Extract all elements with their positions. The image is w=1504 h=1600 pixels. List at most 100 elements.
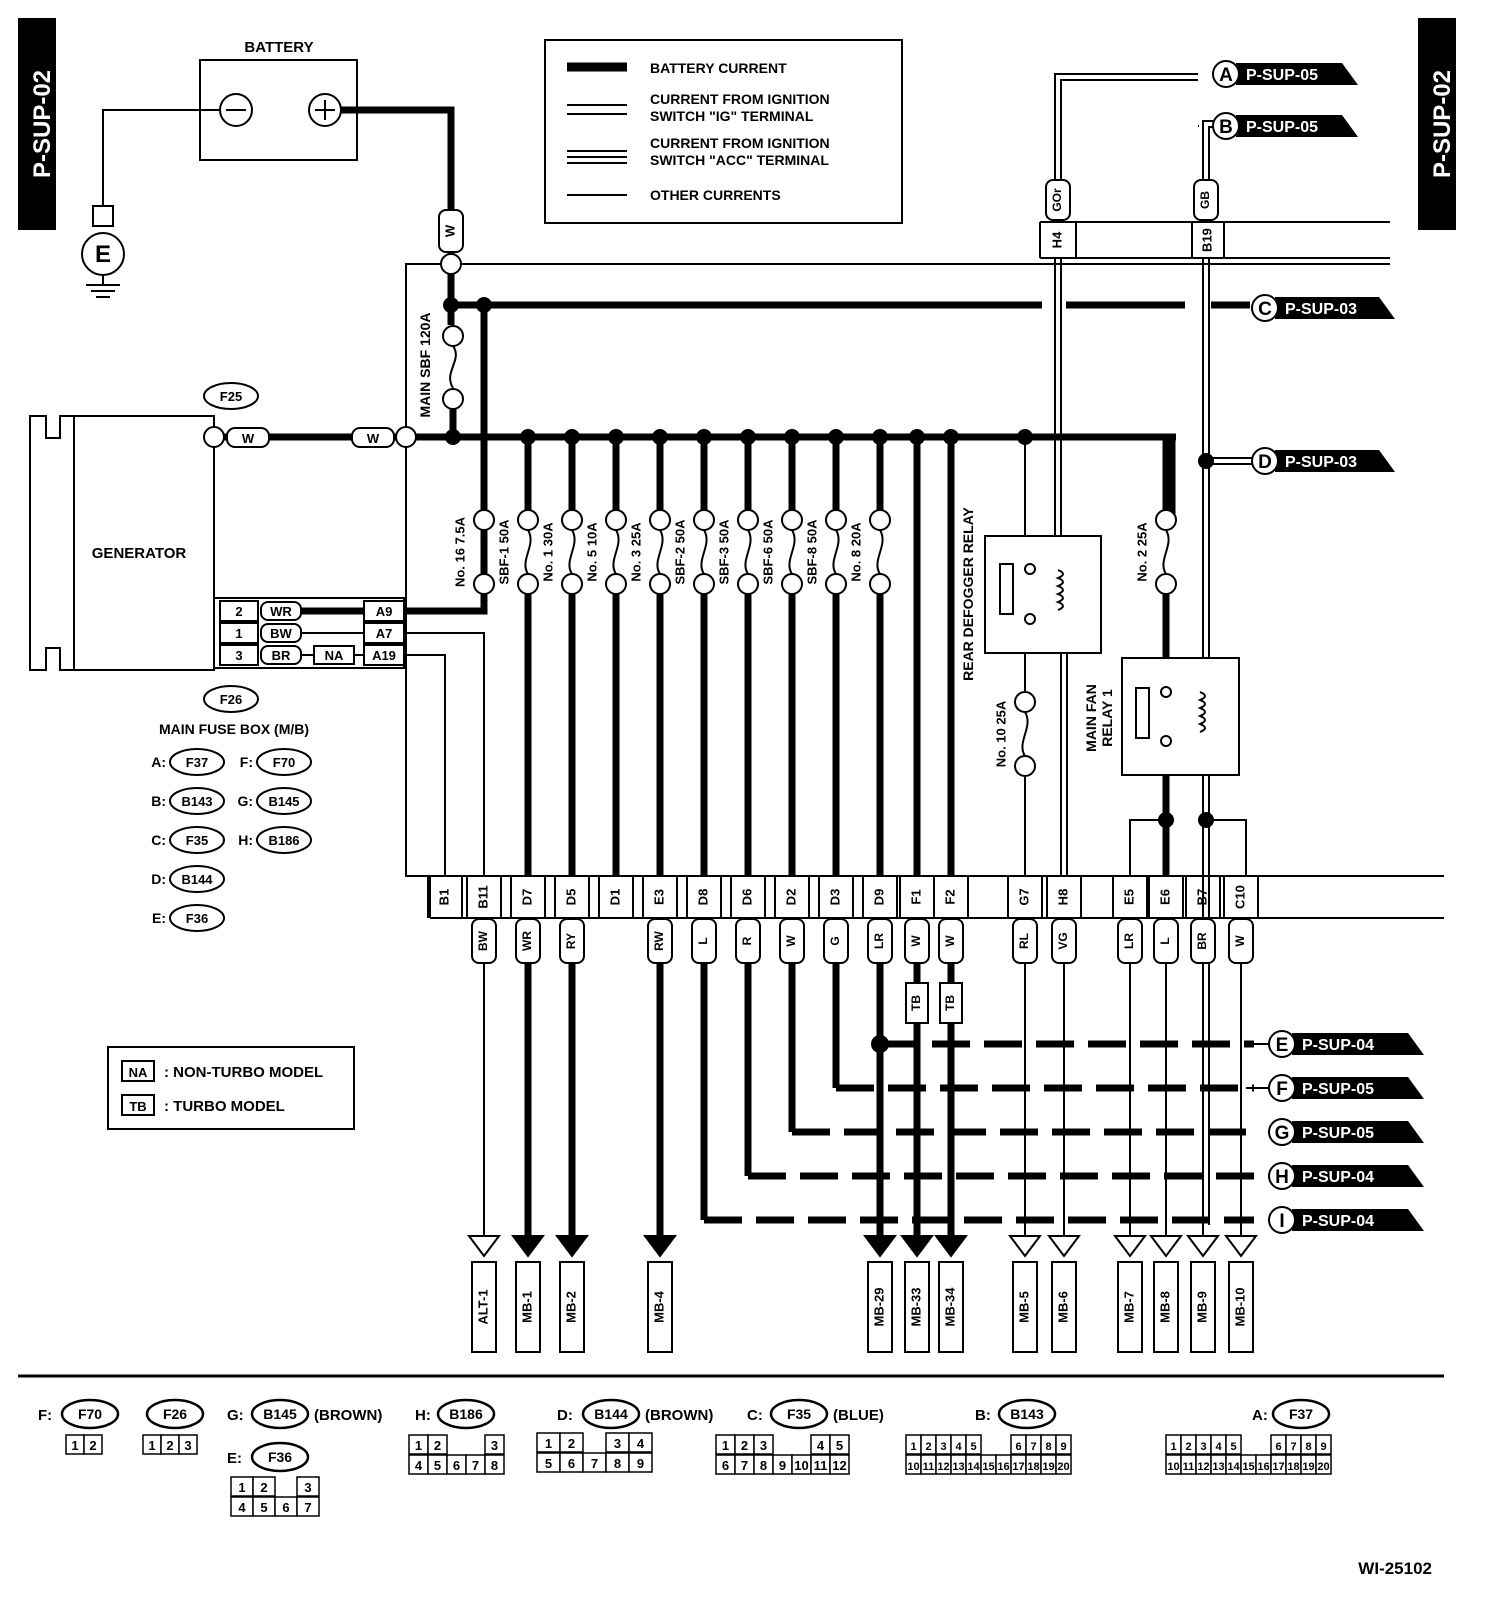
- wire-color-tag: LR: [872, 933, 886, 949]
- connector-id: F36: [268, 1449, 292, 1465]
- output-label: MB-10: [1232, 1287, 1247, 1326]
- pin-number: 10: [1167, 1461, 1179, 1473]
- svg-text:OTHER CURRENTS: OTHER CURRENTS: [650, 187, 781, 203]
- mb-terminal: B7: [1194, 889, 1209, 906]
- main-sbf-120a: MAIN SBF 120A: [417, 312, 464, 418]
- output-arrow-icon: [900, 1235, 934, 1258]
- output-arrow-icon: [934, 1235, 968, 1258]
- connector-letter: D:: [151, 871, 166, 887]
- wire-color-tag: RL: [1017, 933, 1031, 949]
- svg-text:NA: NA: [129, 1065, 148, 1080]
- svg-text:H4: H4: [1049, 231, 1064, 248]
- svg-text:: TURBO MODEL: : TURBO MODEL: [164, 1098, 285, 1115]
- pin-number: 19: [1042, 1461, 1054, 1473]
- pin-number: 1: [71, 1438, 78, 1453]
- mb-terminal: A19: [372, 648, 396, 663]
- output-arrow-icon: [1008, 1235, 1042, 1258]
- connector-letter: F:: [240, 754, 253, 770]
- pin-number: 4: [415, 1458, 423, 1473]
- connector-letter: G:: [227, 1407, 244, 1424]
- wire-color-tag: RY: [564, 933, 578, 949]
- pin-number: 3: [614, 1436, 621, 1451]
- wire-color-tag: L: [1158, 937, 1172, 944]
- ref-letter: B: [1219, 117, 1233, 138]
- wire-color-tag: W: [943, 935, 957, 947]
- output-arrow-icon: [1113, 1235, 1147, 1258]
- pin-number: 5: [1230, 1441, 1236, 1453]
- output-arrow-icon: [511, 1235, 545, 1258]
- pin-number: 10: [907, 1461, 919, 1473]
- pin-number: 11: [814, 1458, 828, 1473]
- pin-number: 3: [184, 1438, 191, 1453]
- pin-number: 1: [722, 1438, 729, 1453]
- pin-number: 5: [434, 1458, 441, 1473]
- wire-color-tag: L: [696, 937, 710, 944]
- ref-letter: G: [1275, 1123, 1290, 1144]
- main-fuse-box-outline: [405, 263, 1444, 877]
- fuse-label: No. 10 25A: [993, 700, 1008, 767]
- output-label: MB-9: [1194, 1291, 1209, 1323]
- svg-text:MAIN FAN: MAIN FAN: [1083, 684, 1099, 752]
- pin-number: 12: [832, 1458, 846, 1473]
- pin-number: 2: [434, 1438, 441, 1453]
- connector-letter: C:: [747, 1407, 763, 1424]
- connector-id: F26: [163, 1406, 187, 1422]
- pin-number: 8: [1045, 1441, 1051, 1453]
- ref-page: P-SUP-04: [1302, 1037, 1374, 1054]
- pin-number: 6: [1015, 1441, 1021, 1453]
- drawing-id: WI-25102: [1358, 1559, 1432, 1578]
- generator: GENERATOR: [29, 415, 215, 671]
- svg-text:CURRENT FROM IGNITION: CURRENT FROM IGNITION: [650, 135, 830, 151]
- tb-tag: TB: [943, 995, 957, 1011]
- fuse-label: No. 16 7.5A: [452, 516, 467, 587]
- output-label: MB-7: [1121, 1291, 1136, 1323]
- connector-id: B186: [268, 833, 299, 848]
- svg-text:F25: F25: [220, 389, 242, 404]
- pin-number: 1: [545, 1436, 552, 1451]
- pin-number: 7: [304, 1500, 311, 1515]
- wire-color-tag: W: [784, 935, 798, 947]
- pin-number: 6: [282, 1500, 289, 1515]
- output-label: MB-2: [563, 1291, 578, 1323]
- pin-number: 6: [1275, 1441, 1281, 1453]
- connector-id: F36: [186, 911, 208, 926]
- svg-text:REAR DEFOGGER RELAY: REAR DEFOGGER RELAY: [960, 506, 976, 680]
- connector-letter: E:: [227, 1450, 242, 1467]
- wire-color-tag: W: [909, 935, 923, 947]
- svg-text:W: W: [442, 224, 457, 237]
- pin-number: 18: [1027, 1461, 1039, 1473]
- wire-color-tag: R: [740, 936, 754, 945]
- connector-letter: D:: [557, 1407, 573, 1424]
- connector-letter: B:: [151, 793, 166, 809]
- fuse-label: No. 1 30A: [540, 522, 555, 582]
- ref-page: P-SUP-05: [1302, 1081, 1374, 1098]
- connector-id: F35: [787, 1406, 811, 1422]
- svg-text:MAIN FUSE BOX (M/B): MAIN FUSE BOX (M/B): [159, 721, 309, 737]
- svg-text:MAIN SBF 120A: MAIN SBF 120A: [417, 312, 433, 417]
- pin-number: 2: [1185, 1441, 1191, 1453]
- pin-number: 15: [982, 1461, 994, 1473]
- pin-number: 2: [260, 1480, 267, 1495]
- connector-id: B144: [181, 872, 213, 887]
- fuse-label: SBF-1 50A: [496, 519, 511, 585]
- pin-number: 7: [741, 1458, 748, 1473]
- mb-terminal: E6: [1157, 889, 1172, 905]
- mb-terminal: D6: [739, 889, 754, 906]
- svg-text:RELAY 1: RELAY 1: [1099, 689, 1115, 747]
- pin-number: 18: [1287, 1461, 1299, 1473]
- connector-id: F70: [273, 755, 295, 770]
- ref-page: P-SUP-03: [1285, 454, 1357, 471]
- ref-page: P-SUP-05: [1302, 1125, 1374, 1142]
- connector-id: B145: [268, 794, 299, 809]
- pin-number: 4: [817, 1438, 825, 1453]
- mb-terminal: B1: [436, 889, 451, 906]
- generator-pin: 2: [235, 604, 242, 619]
- pin-number: 19: [1302, 1461, 1314, 1473]
- svg-text:TB: TB: [129, 1099, 146, 1114]
- mb-terminal: G7: [1016, 888, 1031, 905]
- pin-number: 5: [545, 1456, 552, 1471]
- pin-number: 6: [722, 1458, 729, 1473]
